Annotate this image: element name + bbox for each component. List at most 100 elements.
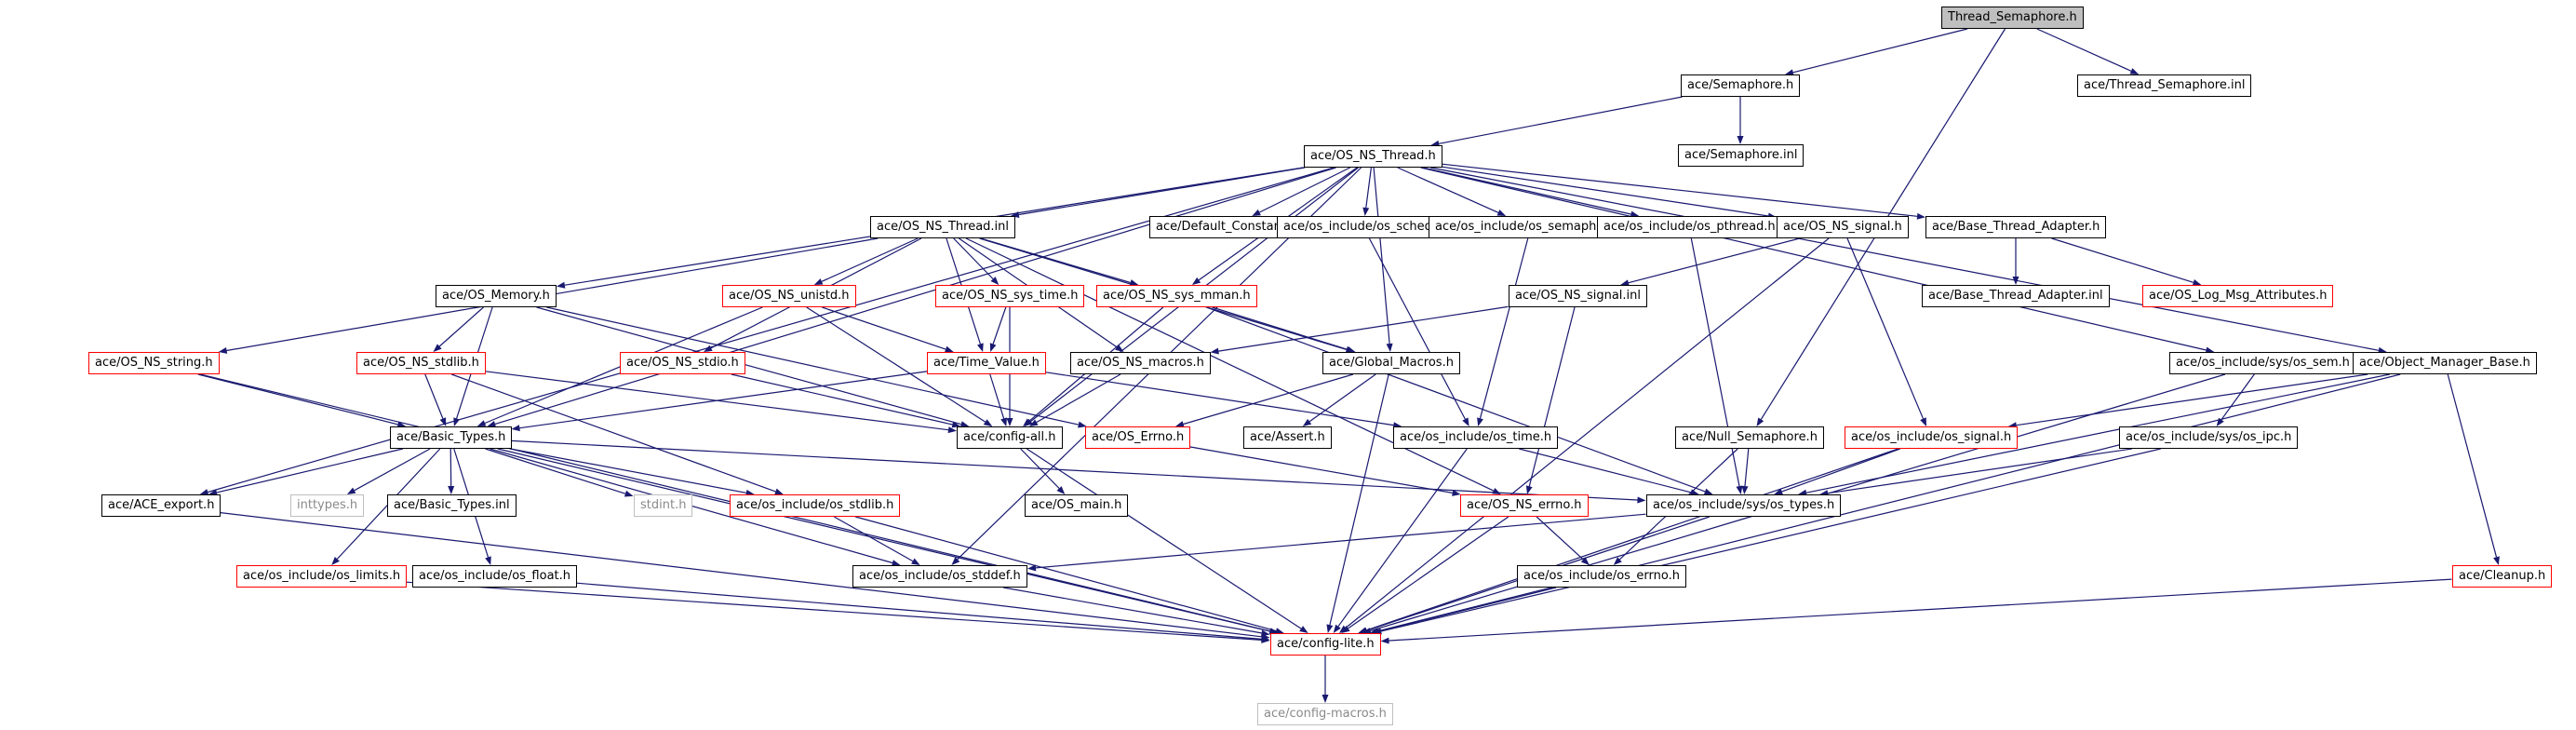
edge-arrowhead <box>983 419 993 426</box>
node-os-ipc-h[interactable]: ace/os_include/sys/os_ipc.h <box>2119 426 2299 449</box>
edge-os_ns_unistd_h-to-config_all_h <box>806 306 986 423</box>
node-basic-types-inl[interactable]: ace/Basic_Types.inl <box>387 494 517 517</box>
edge-arrowhead <box>1613 557 1622 565</box>
node-os-ns-stdlib-h[interactable]: ace/OS_NS_stdlib.h <box>356 352 486 374</box>
edge-config_all_h-to-os_main_h <box>1020 448 1060 489</box>
edge-os_memory_h-to-os_ns_stdlib_h <box>438 306 484 347</box>
node-os-log-msg-attributes-h[interactable]: ace/OS_Log_Msg_Attributes.h <box>2142 285 2334 307</box>
node-os-signal-h[interactable]: ace/os_include/os_signal.h <box>1845 426 2019 449</box>
node-stdint-h: stdint.h <box>634 494 693 517</box>
node-cleanup-h[interactable]: ace/Cleanup.h <box>2452 565 2553 588</box>
node-os-ns-sys-mman-h[interactable]: ace/OS_NS_sys_mman.h <box>1096 285 1257 307</box>
node-os-ns-thread-h[interactable]: ace/OS_NS_Thread.h <box>1304 145 1442 168</box>
node-thread-semaphore-inl[interactable]: ace/Thread_Semaphore.inl <box>2077 74 2252 97</box>
edge-os_time_h-to-os_types_h <box>1519 448 1692 493</box>
edge-arrowhead <box>1326 624 1334 633</box>
node-os-types-h[interactable]: ace/os_include/sys/os_types.h <box>1646 494 1842 517</box>
edge-arrowhead <box>331 557 340 565</box>
node-os-stdlib-h[interactable]: ace/os_include/os_stdlib.h <box>730 494 901 517</box>
node-os-time-h[interactable]: ace/os_include/os_time.h <box>1393 426 1559 449</box>
edge-arrowhead <box>476 420 487 426</box>
node-os-ns-macros-h[interactable]: ace/OS_NS_macros.h <box>1070 352 1211 374</box>
edge-os_ns_signal_inl-to-os_ns_macros_h <box>1218 305 1509 352</box>
edge-os_ns_thread_h-to-os_ns_thread_inl <box>1018 167 1306 216</box>
node-semaphore-h[interactable]: ace/Semaphore.h <box>1681 74 1801 97</box>
node-basic-types-h[interactable]: ace/Basic_Types.h <box>390 426 513 449</box>
node-thread-semaphore-h[interactable]: Thread_Semaphore.h <box>1941 7 2084 29</box>
edge-os_ns_thread_h-to-basic_types_h <box>494 167 1336 425</box>
node-os-ns-signal-inl[interactable]: ace/OS_NS_signal.inl <box>1509 285 1648 307</box>
edge-arrowhead <box>951 557 960 565</box>
node-os-sched-h[interactable]: ace/os_include/os_sched.h <box>1277 216 1451 238</box>
edge-os_ns_signal_h-to-config_lite_h <box>1345 237 1830 629</box>
edge-arrowhead <box>433 344 442 352</box>
node-os-ns-thread-inl[interactable]: ace/OS_NS_Thread.inl <box>870 216 1016 238</box>
edge-global_macros_h-to-os_errno_h_red <box>1183 373 1354 426</box>
node-semaphore-inl[interactable]: ace/Semaphore.inl <box>1678 144 1805 167</box>
node-os-ns-unistd-h[interactable]: ace/OS_NS_unistd.h <box>722 285 856 307</box>
edge-arrowhead <box>199 489 209 495</box>
edge-arrowhead <box>1275 628 1284 634</box>
node-os-float-h[interactable]: ace/os_include/os_float.h <box>412 565 578 588</box>
node-assert-h[interactable]: ace/Assert.h <box>1243 426 1332 449</box>
node-time-value-h[interactable]: ace/Time_Value.h <box>927 352 1046 374</box>
edge-arrowhead <box>1078 421 1087 428</box>
edge-arrowhead <box>1261 635 1270 642</box>
edge-arrowhead <box>1056 486 1066 494</box>
edge-arrowhead <box>1006 418 1013 426</box>
edge-object_manager_base_h-to-cleanup_h <box>2447 373 2498 558</box>
node-os-sem-h[interactable]: ace/os_include/sys/os_sem.h <box>2169 352 2356 374</box>
edge-os_signal_h-to-config_lite_h <box>1365 448 1898 631</box>
edge-arrowhead <box>911 558 920 565</box>
node-base-thread-adapter-h[interactable]: ace/Base_Thread_Adapter.h <box>1925 216 2107 238</box>
node-os-ns-stdio-h[interactable]: ace/OS_NS_stdio.h <box>620 352 745 374</box>
edge-arrowhead <box>1492 488 1501 494</box>
edge-arrowhead <box>1630 210 1640 218</box>
edge-arrowhead <box>951 421 961 428</box>
edge-arrowhead <box>1023 418 1032 426</box>
node-config-macros-h: ace/config-macros.h <box>1257 703 1393 725</box>
edge-os_ns_signal_h-to-os_ns_signal_inl <box>1628 237 1800 284</box>
node-os-ns-sys-time-h[interactable]: ace/OS_NS_sys_time.h <box>935 285 1085 307</box>
node-os-ns-signal-h[interactable]: ace/OS_NS_signal.h <box>1777 216 1909 238</box>
edge-os_ns_sys_mman_h-to-os_types_h <box>1206 306 1706 493</box>
node-os-main-h[interactable]: ace/OS_main.h <box>1025 494 1129 517</box>
node-os-ns-errno-h[interactable]: ace/OS_NS_errno.h <box>1460 494 1589 517</box>
edge-semaphore_h-to-os_ns_thread_h <box>1439 96 1683 144</box>
node-os-errno-h[interactable]: ace/os_include/os_errno.h <box>1517 565 1686 588</box>
edge-os_ipc_h-to-config_lite_h <box>1380 448 2161 632</box>
edge-arrowhead <box>439 417 447 426</box>
node-os-pthread-h[interactable]: ace/os_include/os_pthread.h <box>1597 216 1782 238</box>
edge-os_ns_thread_h-to-os_pthread_h <box>1422 167 1631 215</box>
edge-arrowhead <box>1525 485 1533 494</box>
edge-time_value_h-to-config_all_h <box>989 373 1005 419</box>
edge-os_ns_thread_h-to-global_macros_h <box>1373 167 1390 345</box>
edge-base_thread_adapter_h-to-os_log_msg_attributes_h <box>2051 237 2194 283</box>
node-os-stddef-h[interactable]: ace/os_include/os_stddef.h <box>852 565 1027 588</box>
edge-os_ns_signal_h-to-os_signal_h <box>1846 237 1925 419</box>
edge-os_ns_unistd_h-to-time_value_h <box>822 306 946 350</box>
node-os-limits-h[interactable]: ace/os_include/os_limits.h <box>236 565 408 588</box>
edge-arrowhead <box>208 489 218 496</box>
node-ace-export-h[interactable]: ace/ACE_export.h <box>101 494 221 517</box>
node-os-memory-h[interactable]: ace/OS_Memory.h <box>436 285 557 307</box>
edge-arrowhead <box>1302 418 1312 426</box>
node-object-manager-base-h[interactable]: ace/Object_Manager_Base.h <box>2353 352 2537 374</box>
edge-arrowhead <box>218 347 228 354</box>
edge-arrowhead <box>1322 695 1329 703</box>
node-base-thread-adapter-inl[interactable]: ace/Base_Thread_Adapter.inl <box>1922 285 2110 307</box>
edge-arrowhead <box>485 556 491 565</box>
node-config-all-h[interactable]: ace/config-all.h <box>957 426 1063 449</box>
edge-os_ns_thread_h-to-default_constants_h <box>1259 167 1350 213</box>
edge-os_pthread_h-to-os_types_h <box>1690 237 1740 487</box>
edge-basic_types_h-to-inttypes_h <box>354 448 431 492</box>
edge-time_value_h-to-basic_types_h <box>519 371 928 429</box>
edge-os_ns_stdlib_h-to-os_stdlib_h <box>450 373 776 493</box>
edge-arrowhead <box>1620 279 1630 287</box>
node-config-lite-h[interactable]: ace/config-lite.h <box>1270 633 1381 656</box>
node-null-semaphore-h[interactable]: ace/Null_Semaphore.h <box>1675 426 1824 449</box>
node-os-ns-string-h[interactable]: ace/OS_NS_string.h <box>88 352 220 374</box>
node-global-macros-h[interactable]: ace/Global_Macros.h <box>1322 352 1460 374</box>
edge-os_memory_h-to-config_all_h <box>536 306 961 426</box>
node-os-errno-h-ace[interactable]: ace/OS_Errno.h <box>1085 426 1191 449</box>
